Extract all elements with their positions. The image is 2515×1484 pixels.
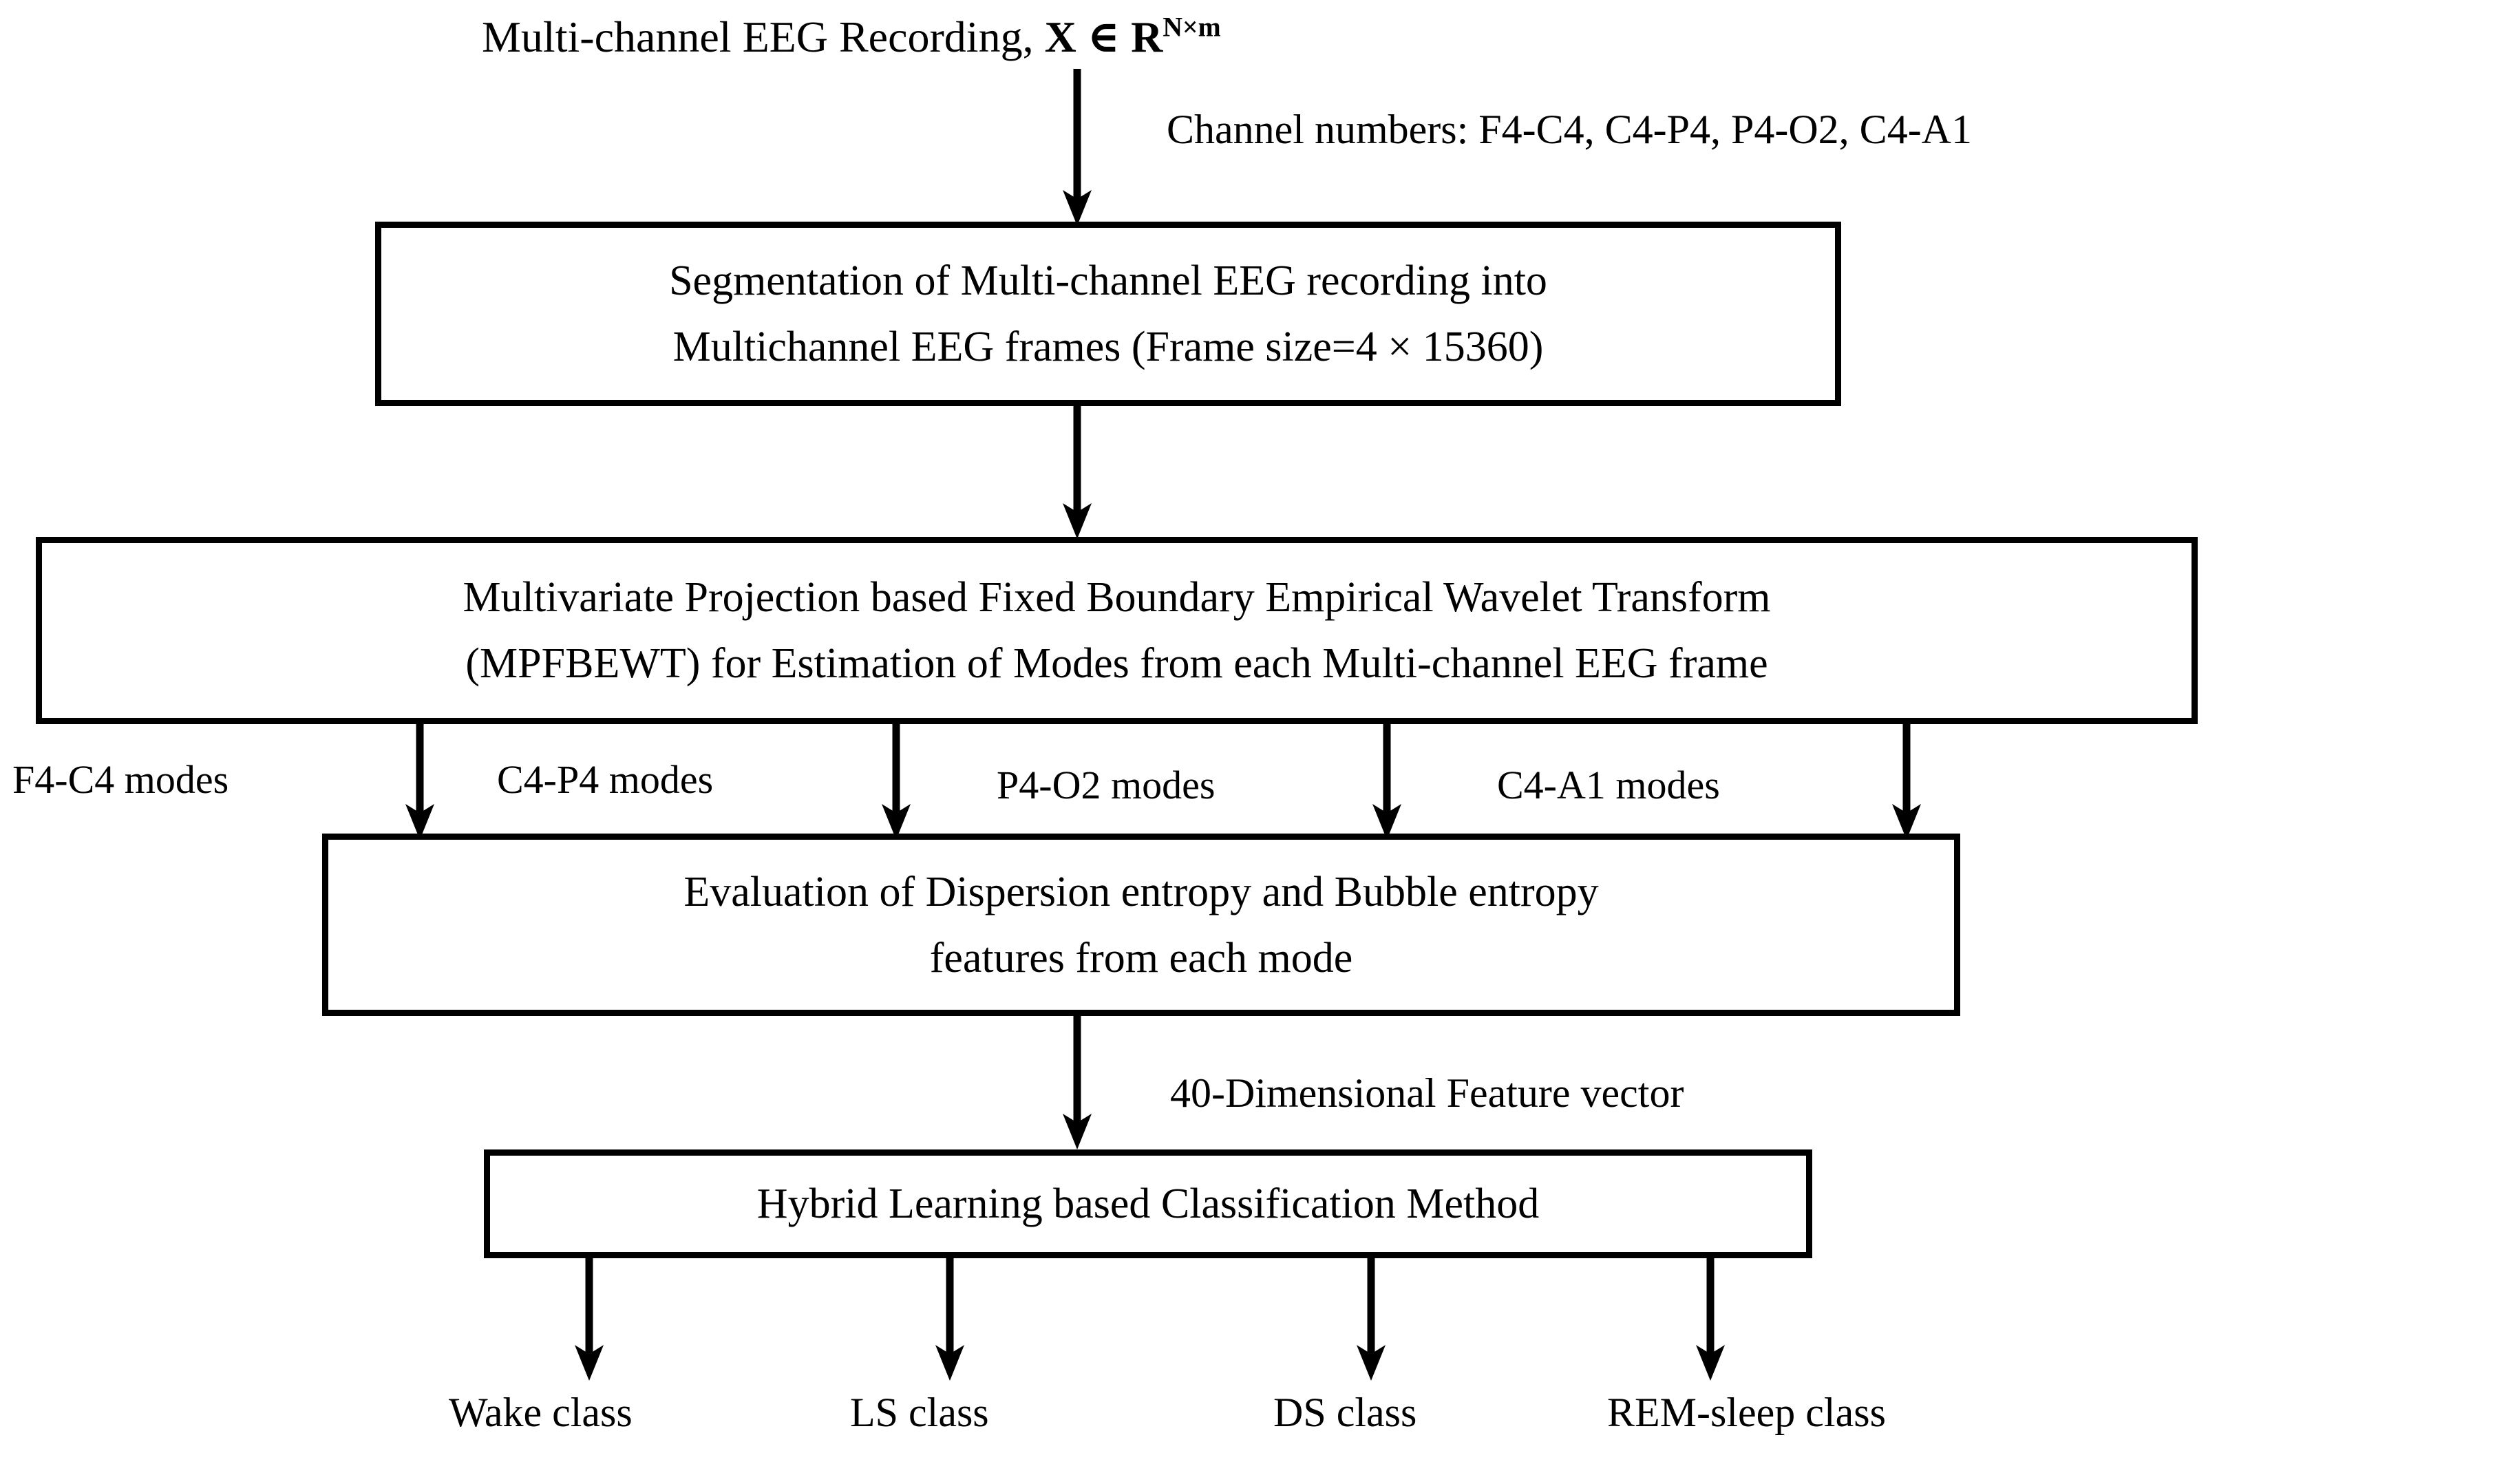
output-class-wake: Wake class	[449, 1390, 633, 1435]
output-class-ls: LS class	[850, 1390, 989, 1435]
mpfbewt-box-line-2: (MPFBEWT) for Estimation of Modes from e…	[465, 640, 1768, 687]
math-element-of: ∈	[1076, 12, 1132, 61]
arrow-features-to-classifier	[1057, 1016, 1098, 1151]
channel-numbers-note: Channel numbers: F4-C4, C4-P4, P4-O2, C4…	[1167, 107, 1972, 152]
arrow-mode-c4p4	[876, 723, 917, 841]
math-set-r: R	[1131, 12, 1163, 61]
segmentation-box[interactable]: Segmentation of Multi-channel EEG record…	[375, 222, 1841, 406]
arrow-output-wake	[569, 1258, 610, 1382]
segmentation-box-line-1: Segmentation of Multi-channel EEG record…	[669, 257, 1547, 304]
mpfbewt-box[interactable]: Multivariate Projection based Fixed Boun…	[36, 537, 2198, 724]
feature-vector-label: 40-Dimensional Feature vector	[1170, 1070, 1684, 1116]
mode-label-f4c4: F4-C4 modes	[12, 757, 229, 802]
page-title: Multi-channel EEG Recording, X ∈ RN×m	[482, 12, 1221, 61]
arrow-segmentation-to-mpfbewt	[1057, 405, 1098, 540]
feature-extraction-box[interactable]: Evaluation of Dispersion entropy and Bub…	[322, 834, 1960, 1016]
output-class-ds: DS class	[1273, 1390, 1417, 1435]
classifier-box-line-1: Hybrid Learning based Classification Met…	[756, 1180, 1540, 1227]
feature-extraction-box-line-1: Evaluation of Dispersion entropy and Bub…	[683, 868, 1599, 915]
mode-label-c4p4: C4-P4 modes	[497, 757, 714, 802]
arrow-output-ds	[1350, 1258, 1392, 1382]
arrow-mode-c4a1	[1886, 723, 1927, 841]
arrow-output-rem	[1690, 1258, 1731, 1382]
mode-label-p4o2: P4-O2 modes	[997, 763, 1216, 807]
arrow-output-ls	[929, 1258, 970, 1382]
arrow-title-to-segmentation	[1057, 69, 1098, 227]
segmentation-box-line-2: Multichannel EEG frames (Frame size=4 × …	[672, 324, 1544, 370]
mode-label-c4a1: C4-A1 modes	[1497, 763, 1720, 807]
mpfbewt-box-line-1: Multivariate Projection based Fixed Boun…	[463, 574, 1771, 621]
math-variable-x: X	[1044, 12, 1076, 61]
feature-extraction-box-line-2: features from each mode	[929, 934, 1353, 982]
arrow-mode-p4o2	[1366, 723, 1408, 841]
output-class-rem: REM-sleep class	[1607, 1390, 1886, 1435]
classifier-box[interactable]: Hybrid Learning based Classification Met…	[484, 1149, 1812, 1258]
math-superscript-nxm: N×m	[1163, 12, 1221, 43]
page-title-prefix: Multi-channel EEG Recording,	[482, 12, 1045, 61]
arrow-mode-f4c4	[399, 723, 441, 841]
